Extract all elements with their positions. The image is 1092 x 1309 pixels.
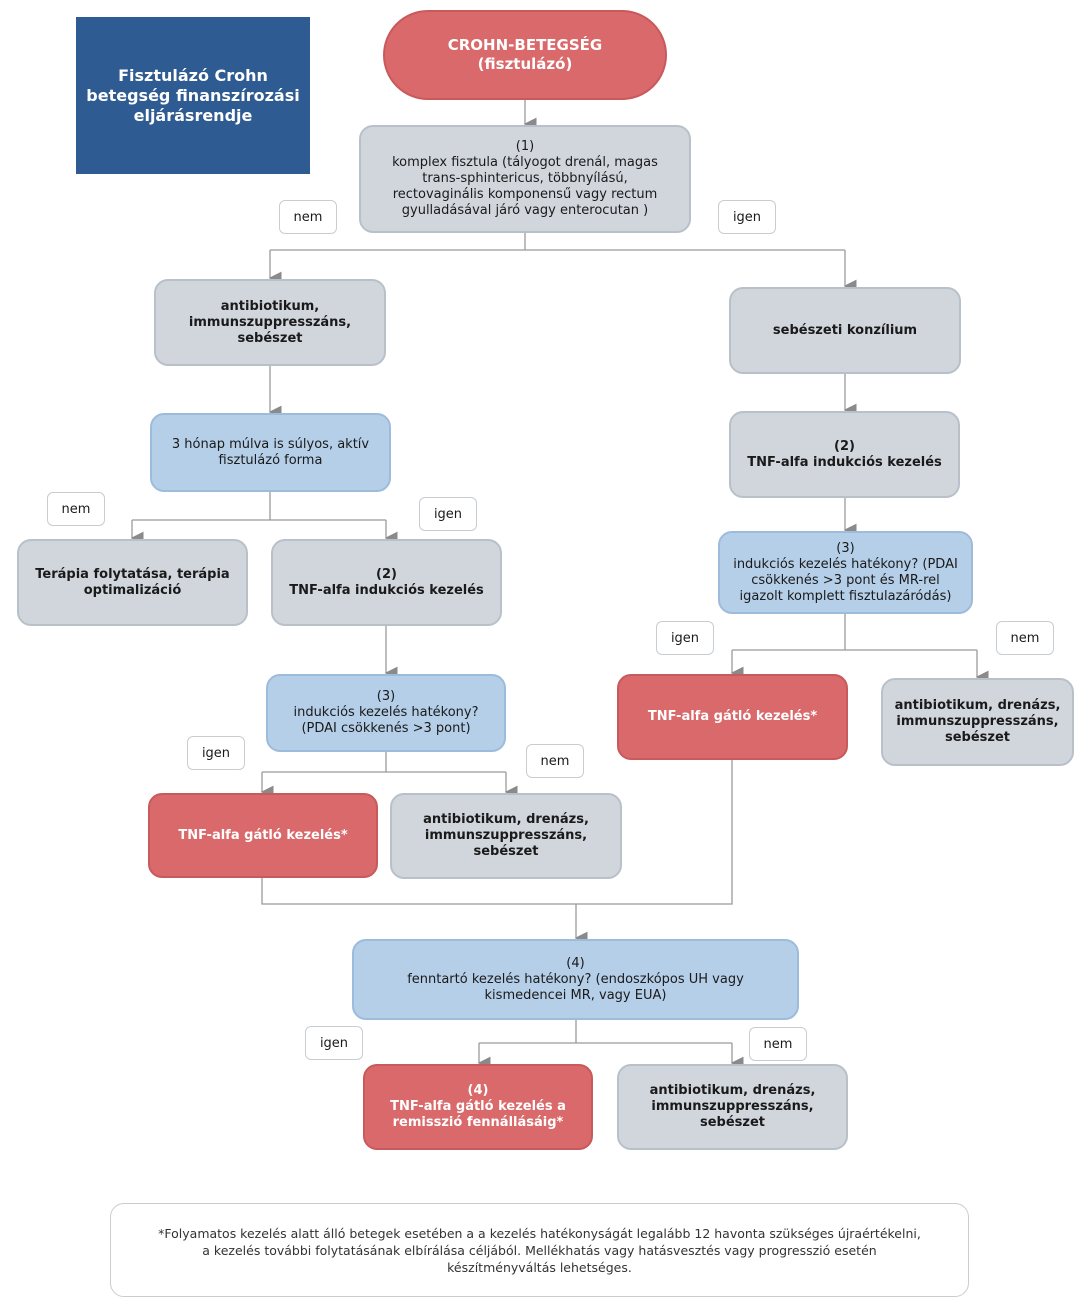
label-no-maintenance: nem: [749, 1027, 807, 1061]
diagram-title-box: Fisztulázó Crohn betegség finanszírozási…: [76, 17, 310, 174]
node-crohn-start: CROHN-BETEGSÉG (fisztulázó): [383, 10, 667, 100]
edge-q1-split: [270, 233, 845, 251]
edge-merge: [261, 760, 733, 905]
node-q-maintenance-effective: (4) fenntartó kezelés hatékony? (endoszk…: [352, 939, 799, 1020]
node-final-tnf-remission: (4) TNF-alfa gátló kezelés a remisszió f…: [363, 1064, 593, 1150]
node-surgical-consult: sebészeti konzílium: [729, 287, 961, 374]
node-right-tnf-blocker: TNF-alfa gátló kezelés*: [617, 674, 848, 760]
label-no-q1: nem: [279, 200, 337, 234]
node-final-antibiotic-drainage: antibiotikum, drenázs, immunszuppresszán…: [617, 1064, 848, 1150]
node-right-q-induction-effective: (3) indukciós kezelés hatékony? (PDAI cs…: [718, 531, 973, 614]
label-yes-maintenance: igen: [305, 1026, 363, 1060]
edge-rightq-split: [732, 614, 977, 651]
label-no-3m: nem: [47, 492, 105, 526]
node-left-q-induction-effective: (3) indukciós kezelés hatékony? (PDAI cs…: [266, 674, 506, 752]
node-left-tnf-induction: (2) TNF-alfa indukciós kezelés: [271, 539, 502, 626]
node-q1-complex-fistula: (1) komplex fisztula (tályogot drenál, m…: [359, 125, 691, 233]
label-no-right-q: nem: [996, 621, 1054, 655]
node-right-tnf-induction: (2) TNF-alfa indukciós kezelés: [729, 411, 960, 498]
label-yes-left-q: igen: [187, 736, 245, 770]
edge-leftq-split: [262, 752, 506, 773]
label-yes-right-q: igen: [656, 621, 714, 655]
node-right-antibiotic-drainage: antibiotikum, drenázs, immunszuppresszán…: [881, 678, 1074, 766]
node-continue-therapy: Terápia folytatása, terápia optimalizáci…: [17, 539, 248, 626]
label-yes-3m: igen: [419, 497, 477, 531]
edge-q3m-split: [132, 492, 386, 521]
edge-maint-split: [479, 1020, 732, 1044]
label-no-left-q: nem: [526, 744, 584, 778]
node-q-3-months: 3 hónap múlva is súlyos, aktív fisztuláz…: [150, 413, 391, 492]
label-yes-q1: igen: [718, 200, 776, 234]
node-left-antibiotic: antibiotikum, immunszuppresszáns, sebész…: [154, 279, 386, 366]
footnote: *Folyamatos kezelés alatt álló betegek e…: [110, 1203, 969, 1297]
node-left-tnf-blocker: TNF-alfa gátló kezelés*: [148, 793, 378, 878]
node-left-antibiotic-drainage: antibiotikum, drenázs, immunszuppresszán…: [390, 793, 622, 879]
